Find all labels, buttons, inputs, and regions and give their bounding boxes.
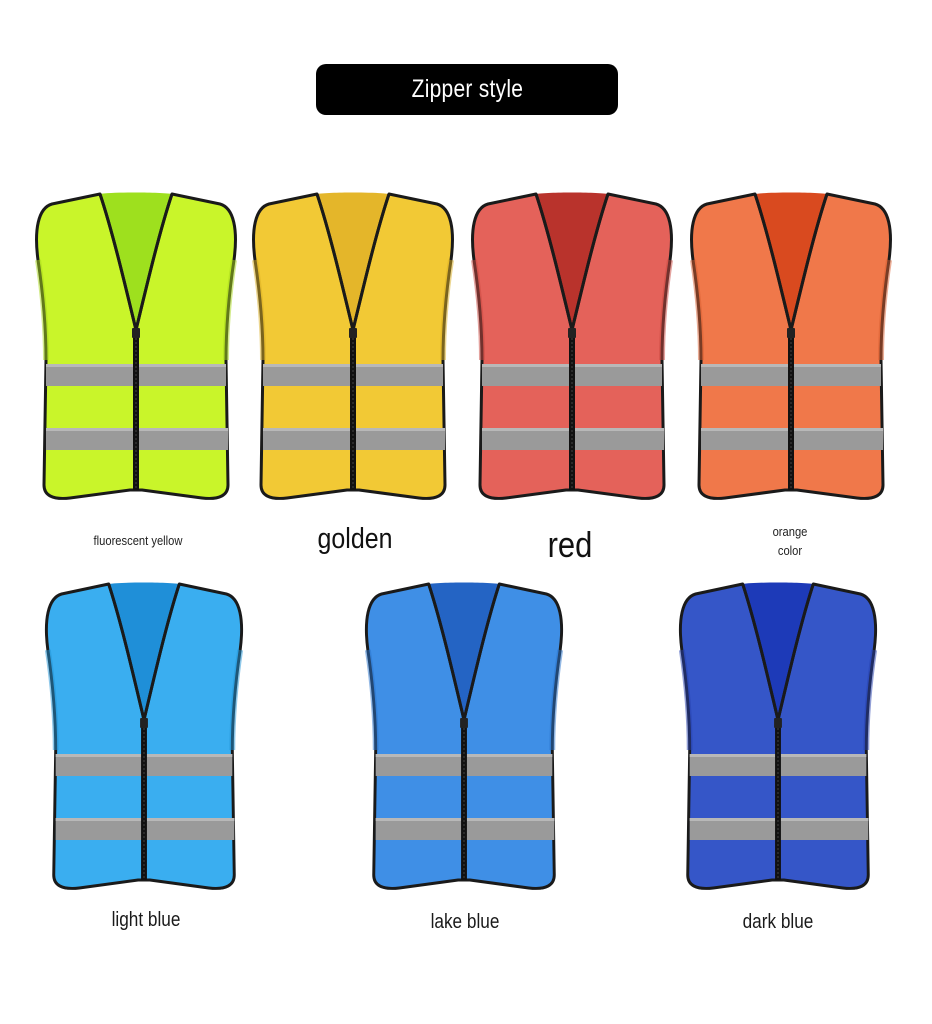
title-text: Zipper style: [411, 75, 523, 103]
vest-label: dark blue: [742, 911, 814, 933]
vest-image: [466, 190, 678, 508]
vest-label: orange color: [772, 524, 808, 558]
vest-label: lake blue: [430, 911, 500, 933]
vest-image: [247, 190, 459, 508]
vest-image: [685, 190, 897, 508]
vest-image: [40, 580, 248, 898]
vest-image: [30, 190, 242, 508]
vest-label: fluorescent yellow: [93, 533, 183, 548]
title-banner: Zipper style: [316, 64, 618, 115]
vest-image: [674, 580, 882, 898]
vest-label: golden: [317, 523, 393, 555]
vest-label: light blue: [111, 909, 181, 931]
vest-image: [360, 580, 568, 898]
vest-label: red: [547, 524, 593, 565]
